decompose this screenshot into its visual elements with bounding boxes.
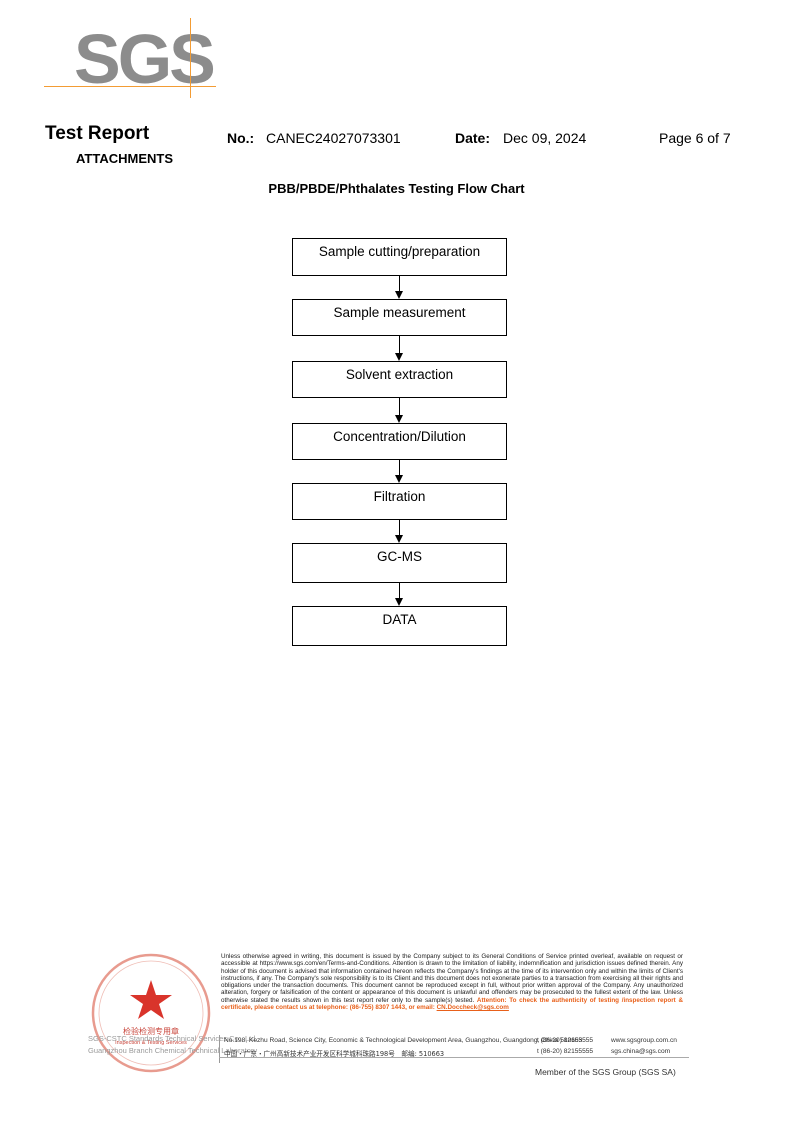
flow-arrow xyxy=(395,276,403,299)
doccheck-email-link[interactable]: CN.Doccheck@sgs.com xyxy=(436,1004,509,1012)
legal-disclaimer: Unless otherwise agreed in writing, this… xyxy=(221,953,683,1011)
logo-vertical-rule xyxy=(190,18,191,98)
flow-arrow xyxy=(395,398,403,423)
website-link[interactable]: www.sgsgroup.com.cn xyxy=(611,1037,677,1044)
seal-company-line: SGS-CSTC Standards Technical Services Co… xyxy=(88,1034,258,1043)
address-english: No.198, Kezhu Road, Science City, Econom… xyxy=(224,1037,583,1044)
flow-step-label: Solvent extraction xyxy=(345,367,454,382)
authenticity-notice: Attention: To check the authenticity of … xyxy=(221,996,683,1012)
flow-step-label: GC-MS xyxy=(377,549,422,564)
flow-arrow xyxy=(395,336,403,361)
seal-chinese-text: 检验检测专用章 xyxy=(123,1026,179,1036)
footer-divider-horizontal xyxy=(219,1057,689,1058)
flow-step-sample-measurement: Sample measurement xyxy=(292,299,507,336)
sgs-group-membership: Member of the SGS Group (SGS SA) xyxy=(535,1067,676,1077)
flow-step-concentration-dilution: Concentration/Dilution xyxy=(292,423,507,460)
flow-step-solvent-extraction: Solvent extraction xyxy=(292,361,507,398)
legal-text: Unless otherwise agreed in writing, this… xyxy=(221,953,683,1004)
flow-arrow xyxy=(395,460,403,483)
telephone-1: t (86-20) 82155555 xyxy=(537,1037,594,1044)
flow-step-sample-cutting: Sample cutting/preparation xyxy=(292,238,507,276)
logo-horizontal-rule xyxy=(44,86,216,87)
flow-step-label: Sample cutting/preparation xyxy=(318,244,481,259)
report-subtitle: ATTACHMENTS xyxy=(76,151,174,166)
sgs-logo-text: SGS xyxy=(74,20,216,98)
report-date-label: Date: xyxy=(455,130,491,146)
report-date: Dec 09, 2024 xyxy=(503,130,587,146)
telephone-2: t (86-20) 82155555 xyxy=(537,1048,594,1055)
address-chinese: 中国・广东・广州高新技术产业开发区科学城科珠路198号 邮编: 510663 xyxy=(224,1050,445,1058)
seal-english-text: Inspection & Testing Services xyxy=(115,1040,187,1046)
flow-step-gc-ms: GC-MS xyxy=(292,543,507,583)
flow-step-label: Filtration xyxy=(373,489,426,504)
seal-branch-line: Guangzhou Branch Chemical Technical Labo… xyxy=(88,1046,258,1055)
flow-step-filtration: Filtration xyxy=(292,483,507,520)
flow-step-label: Concentration/Dilution xyxy=(333,429,466,444)
contact-email-link[interactable]: sgs.china@sgs.com xyxy=(611,1048,671,1055)
flowchart-title: PBB/PBDE/Phthalates Testing Flow Chart xyxy=(268,181,525,196)
report-number: CANEC24027073301 xyxy=(266,130,401,146)
page-indicator: Page 6 of 7 xyxy=(659,130,731,146)
flow-step-label: DATA xyxy=(382,612,417,627)
flow-step-data: DATA xyxy=(292,606,507,646)
report-number-label: No.: xyxy=(227,130,255,146)
report-title: Test Report xyxy=(45,123,150,144)
sgs-logo: SGS xyxy=(44,18,216,98)
flow-step-label: Sample measurement xyxy=(333,305,466,320)
flow-arrow xyxy=(395,520,403,543)
footer-divider-vertical xyxy=(219,1035,220,1063)
official-seal-stamp: 检验检测专用章 Inspection & Testing Services xyxy=(91,953,211,1073)
flow-arrow xyxy=(395,583,403,606)
